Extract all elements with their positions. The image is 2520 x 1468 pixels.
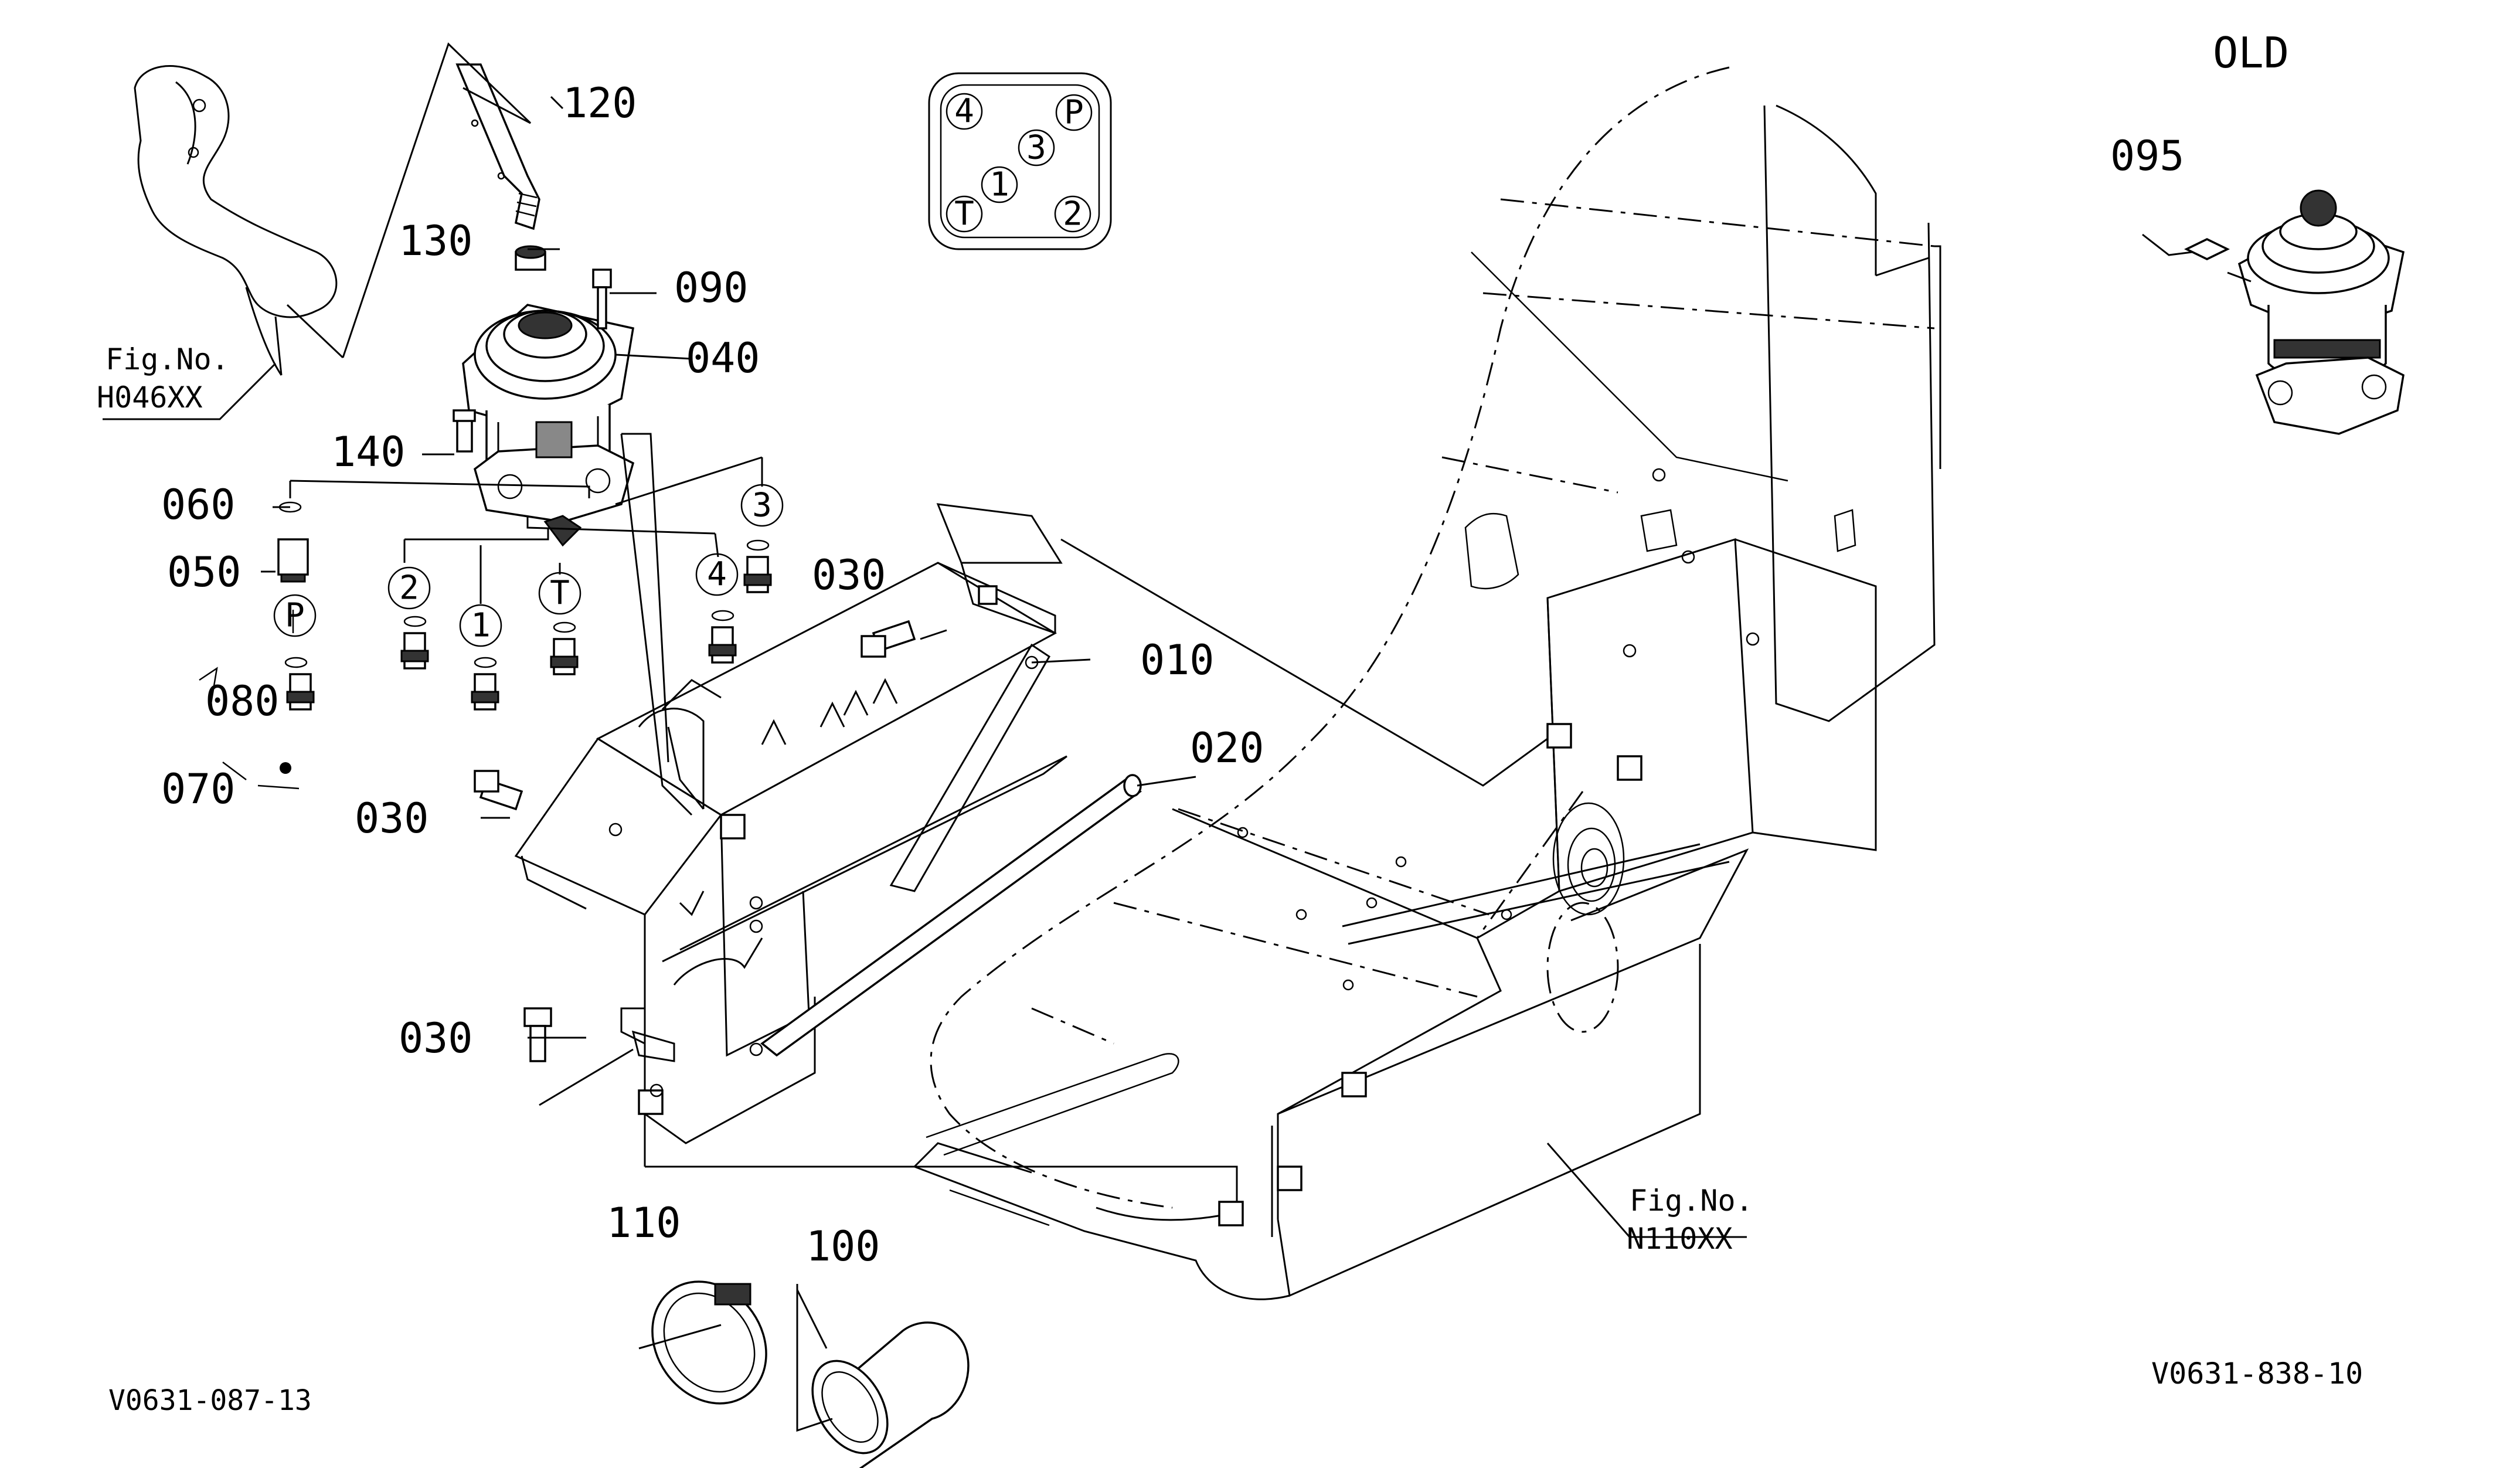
drawing-code-right: V0631-838-10 [2151,1357,2363,1391]
rod-020 [760,774,1142,1057]
fitting-port-4 [708,626,737,664]
fig-ref-left-label: Fig.No. [106,342,229,376]
part-label-020: 020 [1190,724,1264,772]
part-label-120: 120 [563,79,637,127]
lever-120 [455,63,540,230]
part-label-030-c: 030 [399,1014,472,1062]
fitting-080 [280,673,315,774]
pattern-key-2: 2 [1063,195,1083,233]
fitting-port-3 [743,556,772,593]
joystick-grip [134,65,338,376]
part-label-030-b: 030 [355,794,428,842]
part-label-090: 090 [674,264,748,312]
part-label-010: 010 [1140,636,1214,684]
clamp-110 [651,1280,767,1405]
fitting-port-2 [400,632,429,670]
port-label-3: 3 [752,487,772,525]
pattern-key-T: T [954,195,974,233]
part-label-100: 100 [806,1222,880,1270]
pilot-valve-040 [462,304,635,547]
mounting-bracket-010 [514,503,1067,1144]
port-label-4: 4 [707,556,727,594]
pattern-key-3: 3 [1026,129,1046,167]
pattern-key-P: P [1064,94,1084,132]
machine-frame-outline [930,66,1935,1209]
port-label-circles [273,484,784,647]
fitting-port-1 [471,673,499,711]
port-label-1: 1 [471,607,491,645]
part-label-130: 130 [399,217,472,265]
bolt-090 [592,269,612,329]
part-label-040: 040 [686,334,760,382]
old-pilot-valve [2184,189,2405,435]
fig-ref-right-code: N110XX [1627,1222,1733,1256]
port-label-2: 2 [399,569,419,607]
pattern-card: 4 P 3 1 T 2 [928,72,1112,250]
bolt-140 [453,409,476,453]
part-label-070: 070 [161,765,235,813]
cabin-floor-frame [913,104,1941,1300]
bolt-030-a [861,620,916,658]
bolt-030-b [474,770,523,811]
part-label-110: 110 [607,1199,681,1247]
part-label-050: 050 [167,548,241,596]
part-label-030-a: 030 [812,551,886,599]
port-label-T: T [550,575,570,613]
part-label-140: 140 [331,428,405,476]
tube-100 [811,1321,970,1468]
fitting-050 [277,538,309,583]
bolt-030-c [523,1007,552,1062]
part-label-080: 080 [205,677,279,725]
fig-ref-right-label: Fig.No. [1630,1184,1753,1218]
leader-lines [103,42,2252,1432]
port-label-P: P [285,597,305,635]
variant-label-old: OLD [2213,28,2289,77]
pattern-key-1: 1 [989,166,1009,204]
pattern-key-4: 4 [954,93,974,131]
fitting-port-T [550,638,579,675]
fig-ref-left-code: H046XX [97,380,203,414]
drawing-code-left: V0631-087-13 [108,1384,312,1417]
part-label-095: 095 [2110,132,2184,180]
o-rings [278,501,770,668]
part-label-060: 060 [161,481,235,529]
